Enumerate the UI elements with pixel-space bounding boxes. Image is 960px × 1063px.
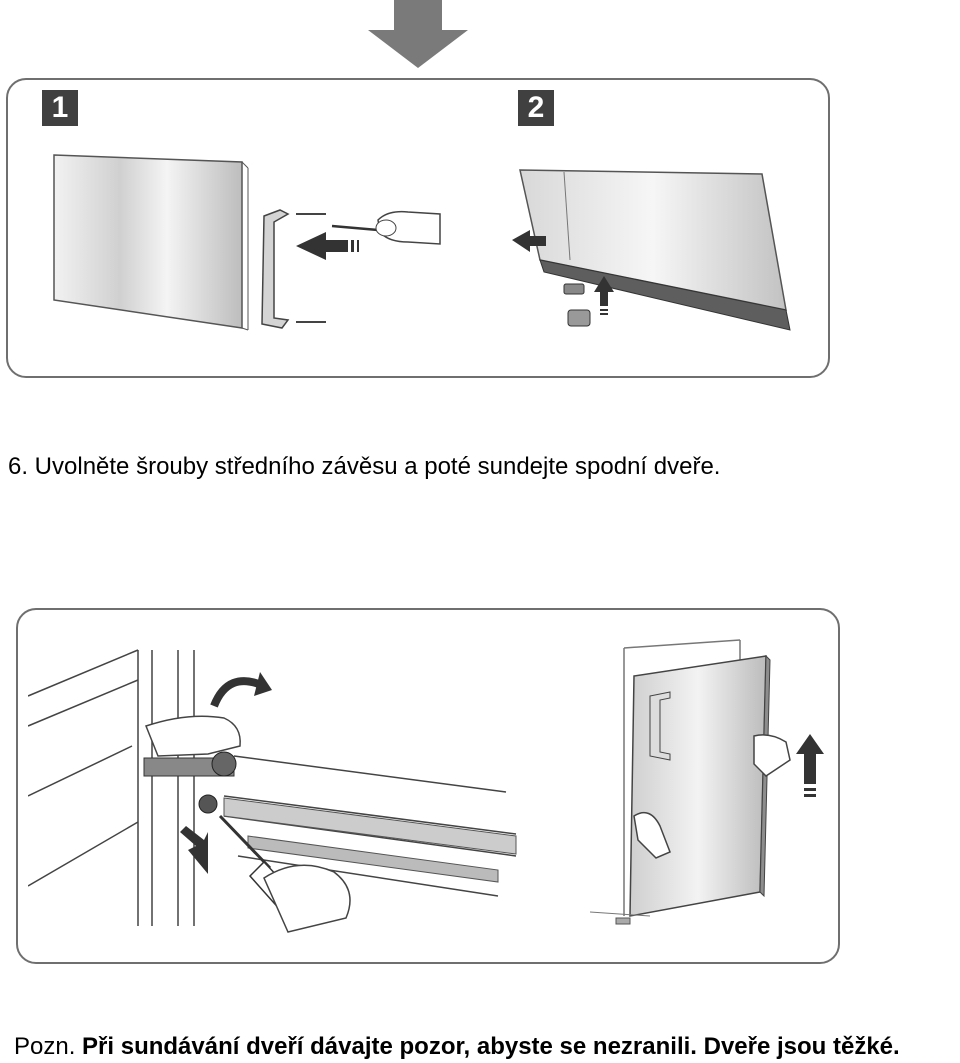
hand-icon [375, 210, 441, 245]
step-badge-2: 2 [518, 90, 554, 126]
note-prefix: Pozn. [14, 1033, 76, 1060]
instruction-text: 6. Uvolněte šrouby středního závěsu a po… [8, 453, 721, 480]
door-lift-illustration [590, 639, 824, 925]
push-arrow-icon [180, 826, 208, 874]
push-arrow-icon [296, 232, 359, 260]
push-arrow-icon [512, 230, 546, 252]
up-arrow-icon [594, 276, 614, 315]
note-warning: Při sundávání dveří dávajte pozor, abyst… [82, 1033, 900, 1060]
step-badge-1: 1 [42, 90, 78, 126]
door-handle-illustration [53, 154, 441, 331]
down-arrow-icon [368, 0, 468, 68]
up-arrow-icon [796, 734, 824, 797]
hand-icon [263, 864, 351, 933]
hand-icon [633, 811, 671, 859]
middle-hinge-illustration [28, 649, 517, 933]
rotate-arrow-icon [210, 672, 272, 708]
safety-note: Pozn. Při sundávání dveří dávajte pozor,… [14, 1032, 900, 1062]
hand-icon [753, 734, 791, 777]
door-bottom-illustration [512, 169, 791, 331]
hand-icon [145, 715, 241, 757]
